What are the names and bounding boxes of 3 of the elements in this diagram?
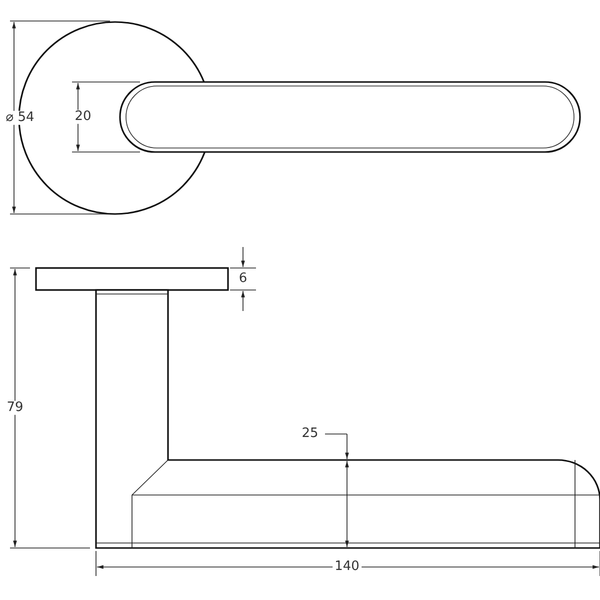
dimension-label: 79 (4, 400, 26, 416)
dimension-label: ⌀ 54 (4, 110, 36, 126)
dimension-label: 20 (72, 110, 94, 124)
